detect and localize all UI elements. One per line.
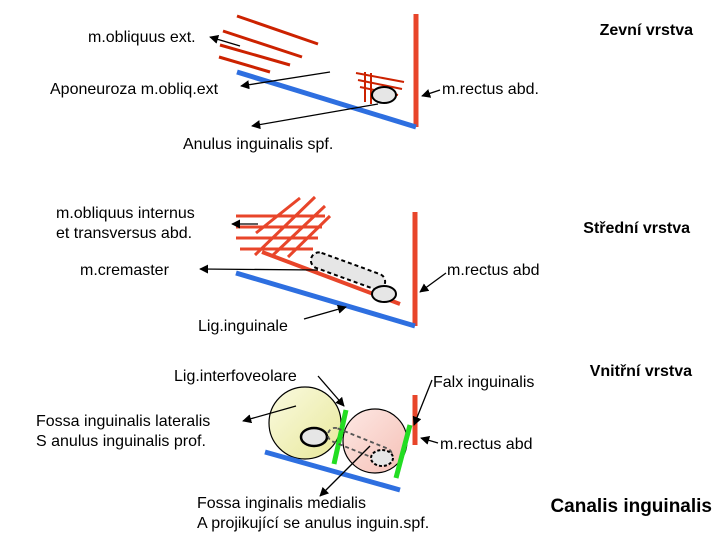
label-aponeuroza: Aponeuroza m.obliq.ext xyxy=(50,81,219,98)
label-interfoveolare: Lig.interfoveolare xyxy=(174,368,297,385)
lig-interfoveolare-line xyxy=(331,409,349,465)
spermatic-cord-tube xyxy=(309,251,387,291)
arrow-interfoveolare xyxy=(317,375,345,407)
label-obliquus-int-2: et transversus abd. xyxy=(56,225,192,242)
label-fossa-lateralis-1: Fossa inguinalis lateralis xyxy=(36,413,210,430)
caption-canalis-inguinalis: Canalis inguinalis xyxy=(550,496,712,517)
lig-inguinale-line xyxy=(235,270,416,329)
arrow-aponeuroza xyxy=(240,71,331,90)
obliquus-ext-fibres xyxy=(218,14,319,74)
arrow-lig-inguinale xyxy=(303,304,347,320)
fossa-lateralis-circle xyxy=(268,386,342,460)
panel-middle-layer: Střední vrstva m.obliquus internus et tr… xyxy=(56,195,690,335)
title-outer-layer: Zevní vrstva xyxy=(600,22,693,39)
anulus-profundus-ring xyxy=(299,426,329,448)
arrow-anulus-spf xyxy=(251,103,379,130)
arrow-rectus-1 xyxy=(421,89,441,98)
arrow-rectus-2 xyxy=(419,272,447,293)
label-fossa-medialis-1: Fossa inginalis medialis xyxy=(197,495,366,512)
panel-inner-layer: Vnitřní vrstva Lig.interfoveolare Falx i… xyxy=(36,363,712,532)
label-falx-inguinalis: Falx inguinalis xyxy=(433,374,534,391)
lig-inguinale-line-3 xyxy=(264,449,401,493)
label-obliquus-int-1: m.obliquus internus xyxy=(56,205,195,222)
title-middle-layer: Střední vrstva xyxy=(583,220,690,237)
aponeurosis-line xyxy=(236,69,417,130)
label-obliquus-ext: m.obliquus ext. xyxy=(88,29,196,46)
panel-outer-layer: Zevní vrstva m.obliquus ext. Aponeuroza … xyxy=(50,14,693,153)
anulus-ring-3 xyxy=(370,449,394,467)
arrow-rectus-3 xyxy=(420,435,439,445)
label-fossa-lateralis-2: S anulus inguinalis prof. xyxy=(36,433,206,450)
anulus-superficialis-ring xyxy=(371,86,397,104)
label-rectus-1: m.rectus abd. xyxy=(442,81,539,98)
arrow-cremaster xyxy=(199,264,319,274)
label-fossa-medialis-2: A projikující se anulus inguin.spf. xyxy=(197,515,429,532)
obliquus-int-fibres xyxy=(236,214,325,251)
arrow-fossa-medialis xyxy=(319,445,371,497)
label-cremaster: m.cremaster xyxy=(80,262,170,279)
anulus-ring-2 xyxy=(371,285,397,303)
label-rectus-2: m.rectus abd xyxy=(447,262,539,279)
falx-inguinalis-line xyxy=(393,424,413,479)
title-inner-layer: Vnitřní vrstva xyxy=(590,363,692,380)
label-anulus-spf: Anulus inguinalis spf. xyxy=(183,136,333,153)
arrow-falx xyxy=(412,379,433,426)
label-rectus-3: m.rectus abd xyxy=(440,436,532,453)
label-lig-inguinale: Lig.inguinale xyxy=(198,318,288,335)
transversus-fibres xyxy=(253,195,332,259)
arrow-fossa-lateralis xyxy=(242,405,297,424)
arrow-obliquus-ext xyxy=(209,34,241,47)
